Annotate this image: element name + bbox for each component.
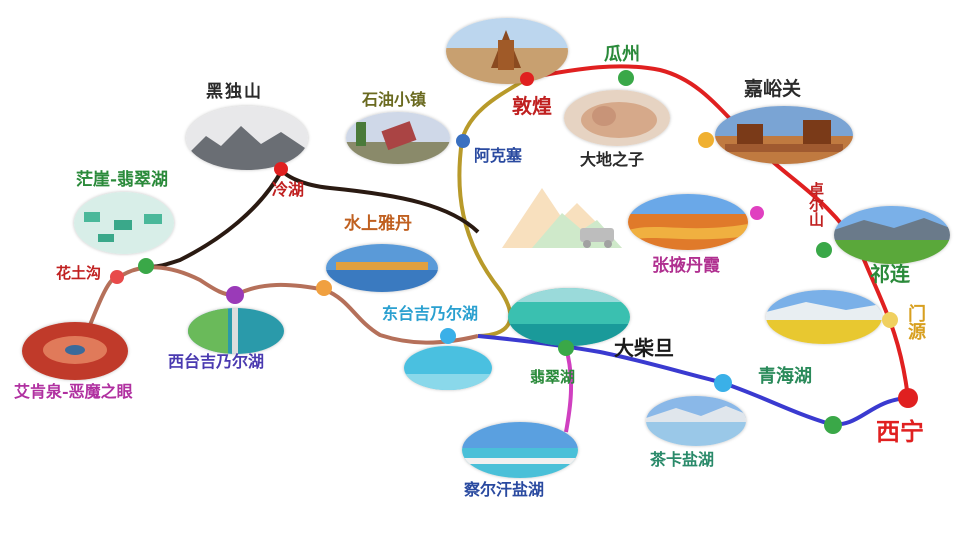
label-menyuan: 门源 <box>905 304 926 340</box>
photo-jiayuguan <box>715 106 853 164</box>
dot-akesai <box>456 134 470 148</box>
label-aiqinquan: 艾肯泉-恶魔之眼 <box>14 382 133 401</box>
label-akesai: 阿克塞 <box>474 146 523 165</box>
label-dongtai-jinaier: 东台吉乃尔湖 <box>382 304 479 323</box>
photo-mangya-feicuihu <box>74 192 174 254</box>
photo-dadizhizi <box>564 90 670 146</box>
photo-chaerhan <box>462 422 578 478</box>
label-chaerhan: 察尔汗盐湖 <box>464 480 545 499</box>
dot-lenghu <box>274 162 288 176</box>
route-black <box>147 165 480 269</box>
label-mangya-feicuihu: 茫崖-翡翠湖 <box>76 170 169 190</box>
label-xitai-jinaier: 西台吉乃尔湖 <box>168 352 265 371</box>
dot-dunhuang <box>520 72 534 86</box>
photo-aiqinquan <box>22 322 128 380</box>
label-huatugou: 花土沟 <box>56 264 102 282</box>
label-qinghaihu: 青海湖 <box>758 366 812 387</box>
dot-xining <box>898 388 918 408</box>
label-xining: 西宁 <box>876 417 924 446</box>
label-dachaidan: 大柴旦 <box>614 336 674 360</box>
dot-zhuoershan <box>750 206 764 220</box>
dot-qilian <box>816 242 832 258</box>
dot-feicuihu <box>558 340 574 356</box>
dot-dongtai <box>440 328 456 344</box>
photo-dongtai-jinaier <box>404 346 492 390</box>
photo-dunhuang <box>446 18 568 84</box>
label-zhuoershan: 卓尔山 <box>807 182 825 227</box>
dot-xitai <box>226 286 244 304</box>
label-guazhou: 瓜州 <box>604 44 640 65</box>
label-qilian: 祁连 <box>870 262 910 286</box>
label-jiayuguan: 嘉峪关 <box>744 78 802 100</box>
label-shiyouxiaozhen: 石油小镇 <box>362 90 427 109</box>
label-zhangye-danxia: 张掖丹霞 <box>652 256 720 276</box>
dot-shuishang <box>316 280 332 296</box>
photo-heidushan <box>186 106 308 170</box>
label-shuishang-yadan: 水上雅丹 <box>344 214 412 234</box>
dot-qinghaihu <box>714 374 732 392</box>
route-magenta <box>564 347 574 433</box>
photo-shuishang-yadan <box>326 244 438 292</box>
label-dadizhizi: 大地之子 <box>580 150 645 169</box>
photo-shiyouxiaozhen <box>346 112 450 164</box>
dot-mangya <box>138 258 154 274</box>
mountain-car-logo-icon <box>492 168 632 268</box>
label-chaka: 茶卡盐湖 <box>650 450 715 469</box>
label-feicuihu: 翡翠湖 <box>530 368 576 386</box>
label-lenghu: 冷湖 <box>272 180 305 199</box>
photo-zhangye-danxia <box>628 194 748 250</box>
dot-huatugou <box>110 270 124 284</box>
photo-chaka <box>646 396 746 446</box>
dot-menyuan <box>882 312 898 328</box>
photo-xitai-jinaier <box>188 308 284 354</box>
dot-jiayuguan <box>698 132 714 148</box>
photo-dachaidan <box>508 288 630 346</box>
label-heidushan: 黑独山 <box>206 82 263 102</box>
label-dunhuang: 敦煌 <box>512 94 552 118</box>
dot-chaka <box>824 416 842 434</box>
dot-guazhou <box>618 70 634 86</box>
photo-qilian <box>834 206 950 264</box>
photo-menyuan <box>766 290 882 344</box>
